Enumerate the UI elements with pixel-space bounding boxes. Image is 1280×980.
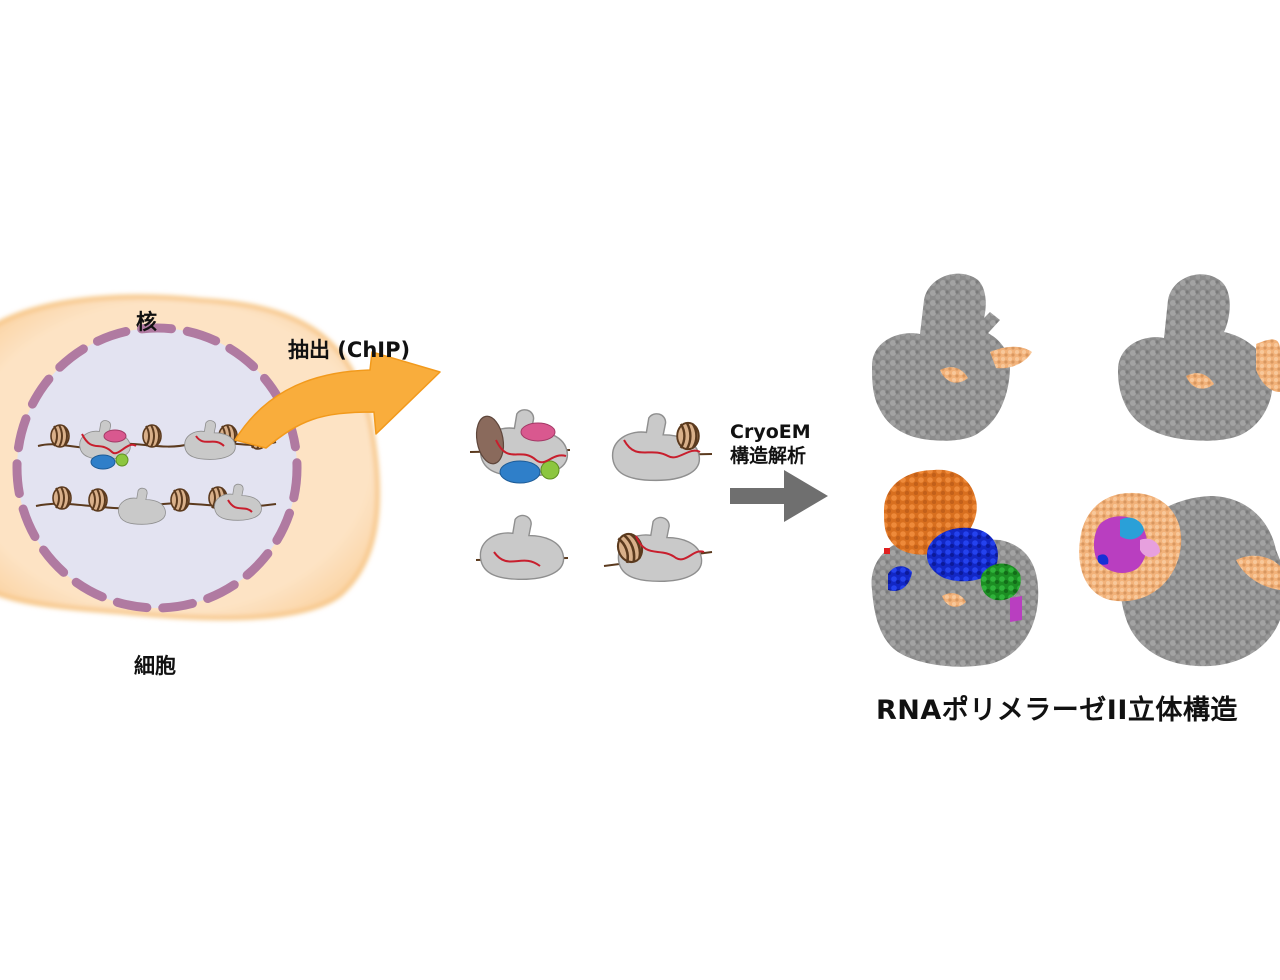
cell-label: 細胞 xyxy=(134,654,176,678)
extraction-label: 抽出 (ChIP) xyxy=(288,338,411,362)
nucleus-label: 核 xyxy=(136,310,157,334)
isolated-complex-1 xyxy=(469,409,571,484)
isolated-complex-4 xyxy=(603,516,713,582)
structure-top-left xyxy=(872,273,1032,441)
nucleus xyxy=(12,323,302,613)
structure-title: RNAポリメラーゼII立体構造 xyxy=(876,695,1238,726)
isolated-complex-3 xyxy=(475,514,569,580)
chromatin-row-2 xyxy=(35,483,277,525)
structure-bottom-left xyxy=(871,469,1039,667)
chromatin-row-1 xyxy=(37,420,277,470)
analysis-arrow xyxy=(730,470,828,522)
structure-top-right xyxy=(1118,274,1280,441)
isolated-complex-2 xyxy=(611,413,713,482)
extraction-arrow xyxy=(234,351,441,449)
structure-bottom-right xyxy=(1079,492,1280,667)
method-label-line-1: CryoEM xyxy=(730,421,811,443)
method-label-line-2: 構造解析 xyxy=(730,445,807,467)
method-label: CryoEM 構造解析 xyxy=(730,420,811,468)
nuclear-envelope xyxy=(12,323,302,613)
